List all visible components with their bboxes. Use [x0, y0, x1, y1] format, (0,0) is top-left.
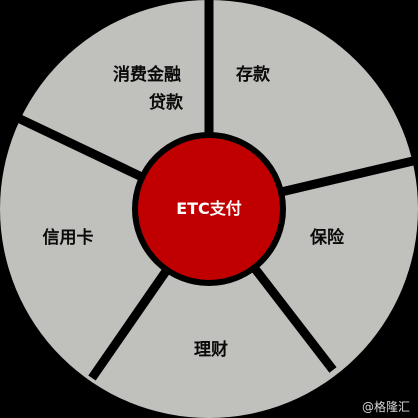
segment-label-insurance: 保险	[309, 227, 345, 248]
segment-label-deposit: 存款	[236, 64, 271, 85]
segment-label-consumer-finance-line1: 消费金融	[113, 64, 181, 85]
center-circle	[132, 132, 286, 286]
segment-label-consumer-finance: 消费金融 贷款	[113, 64, 187, 113]
center-label: ETC支付	[176, 199, 242, 218]
segment-label-consumer-finance-line2: 贷款	[149, 92, 184, 113]
watermark: @格隆汇	[361, 400, 410, 414]
segment-label-wealth-management: 理财	[194, 339, 228, 360]
segment-label-credit-card: 信用卡	[43, 227, 94, 248]
